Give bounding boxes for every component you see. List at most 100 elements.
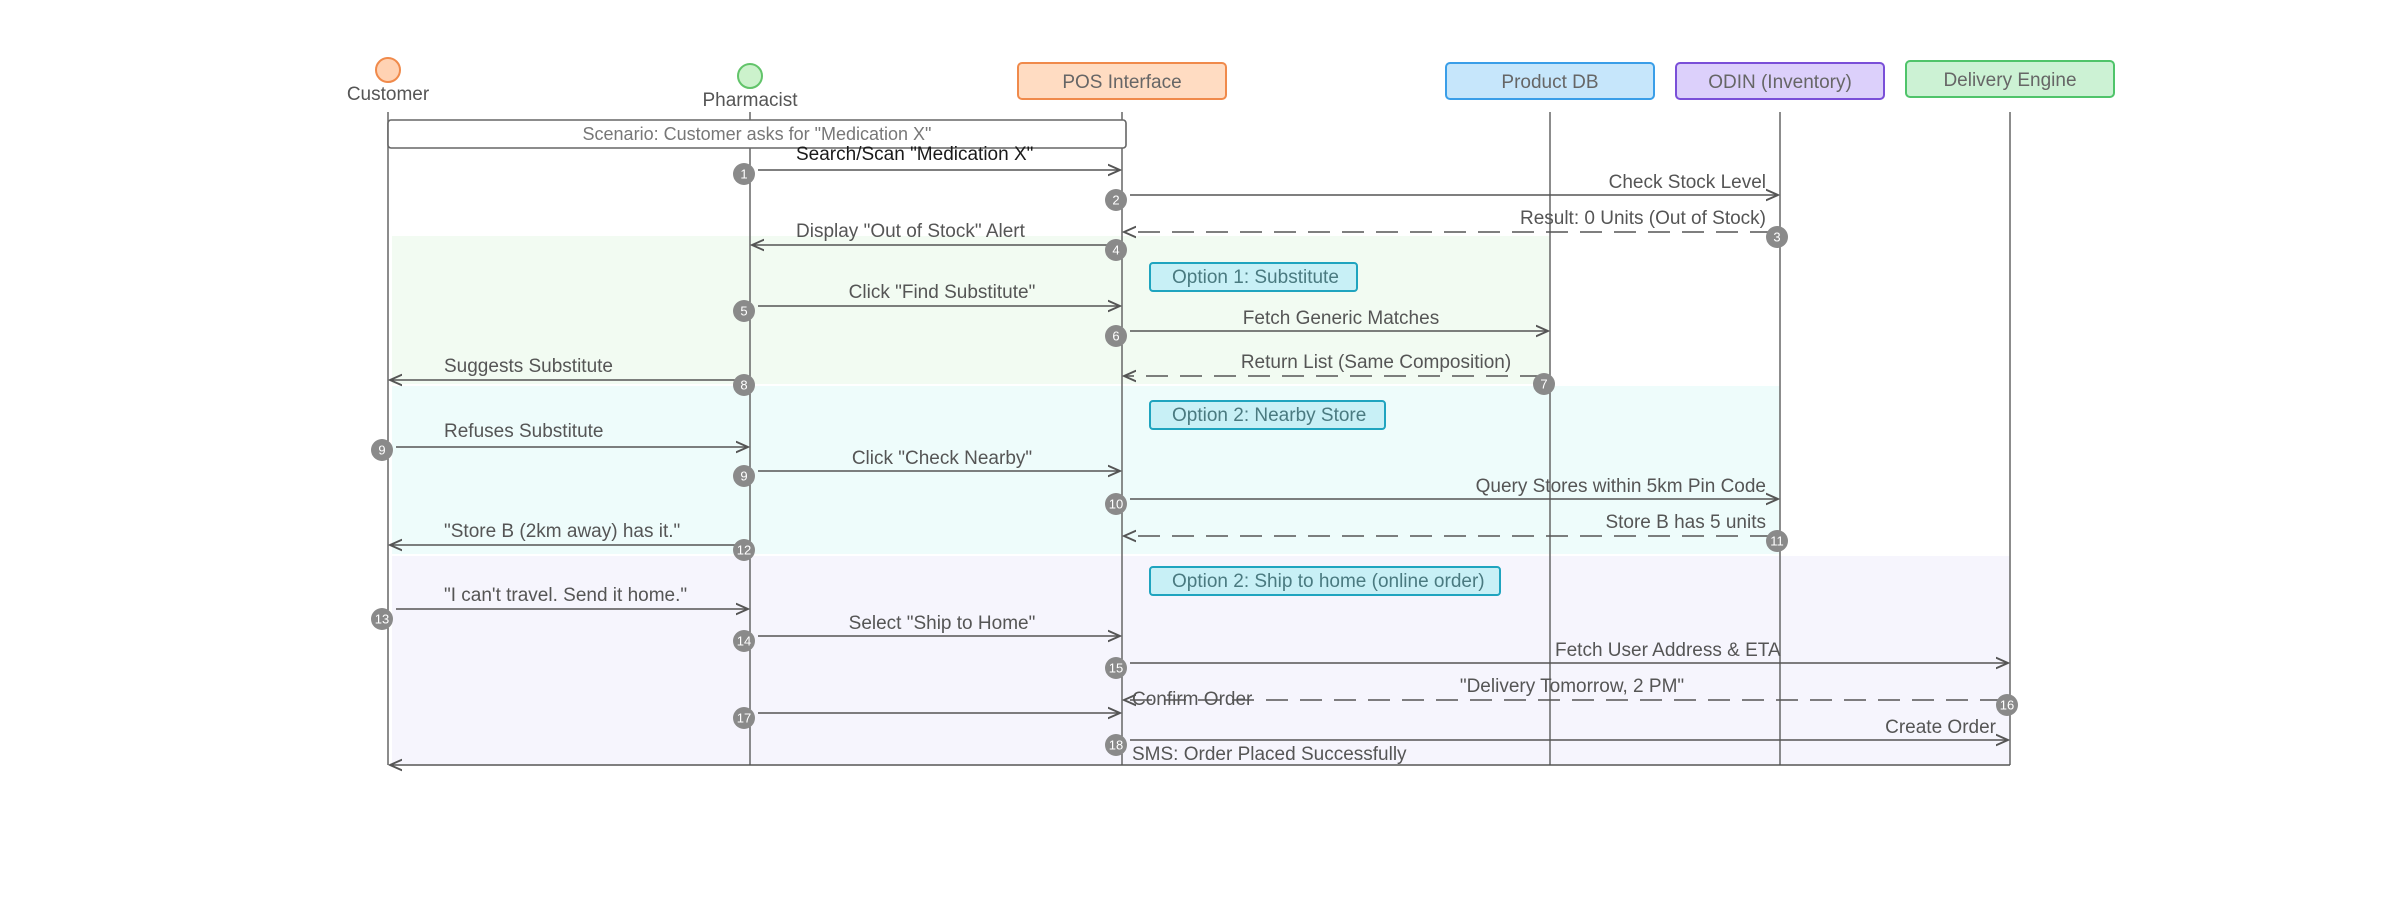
- step-badge-10: [1105, 493, 1127, 515]
- message-label: Query Stores within 5km Pin Code: [1476, 476, 1766, 497]
- step-badge-5: [733, 300, 755, 322]
- step-number: 8: [740, 378, 747, 393]
- step-number: 13: [375, 612, 389, 627]
- message-label: Fetch Generic Matches: [1243, 308, 1439, 329]
- message-label: Fetch User Address & ETA: [1555, 640, 1781, 661]
- message-label: Result: 0 Units (Out of Stock): [1520, 208, 1766, 229]
- step-number: 4: [1112, 243, 1119, 258]
- message-18: Confirm Order 17: [733, 689, 1253, 729]
- section-backgrounds: [392, 236, 2010, 764]
- step-number: 6: [1112, 329, 1119, 344]
- step-number: 1: [740, 167, 747, 182]
- step-number: 3: [1773, 230, 1780, 245]
- step-number: 2: [1112, 193, 1119, 208]
- step-badge-9: [733, 465, 755, 487]
- section-region-opt1: [392, 236, 1550, 384]
- message-9: Refuses Substitute 9: [371, 421, 748, 461]
- message-label: Search/Scan "Medication X": [796, 144, 1033, 165]
- message-5: Click "Find Substitute" 5: [733, 282, 1120, 322]
- step-number: 14: [737, 634, 751, 649]
- step-number: 12: [737, 543, 751, 558]
- pos-label: POS Interface: [1062, 72, 1181, 93]
- step-number: 17: [737, 711, 751, 726]
- participant-odin[interactable]: ODIN (Inventory): [1675, 62, 1885, 100]
- step-number: 10: [1109, 497, 1123, 512]
- option-label-opt1: Option 1: Substitute: [1172, 267, 1339, 288]
- message-label: Suggests Substitute: [444, 356, 613, 377]
- step-badge-1: [733, 163, 755, 185]
- message-14: "I can't travel. Send it home." 13: [371, 585, 748, 630]
- step-badge-8: [733, 374, 755, 396]
- message-label: Store B has 5 units: [1605, 512, 1766, 533]
- step-badge-13: [371, 608, 393, 630]
- participant-delivery[interactable]: Delivery Engine: [1905, 60, 2115, 98]
- participant-pharmacist[interactable]: Pharmacist: [702, 63, 798, 111]
- message-7: Return List (Same Composition)7: [1124, 352, 1555, 395]
- step-badge-11: [1766, 530, 1788, 552]
- step-badge-15: [1105, 657, 1127, 679]
- participant-customer[interactable]: Customer: [347, 57, 430, 105]
- step-number: 18: [1109, 738, 1123, 753]
- customer-label: Customer: [347, 84, 430, 105]
- step-number: 9: [378, 443, 385, 458]
- participants: Customer Pharmacist POS Interface Product D…: [347, 57, 2115, 111]
- scenario-box: [387, 119, 1127, 149]
- pharmacist-label: Pharmacist: [702, 90, 798, 111]
- message-label: Return List (Same Composition): [1241, 352, 1511, 373]
- section-region-opt2: [392, 386, 1780, 554]
- step-badge-18: [1105, 734, 1127, 756]
- step-number: 11: [1770, 534, 1784, 549]
- option-box-opt2: [1149, 400, 1386, 430]
- message-label: SMS: Order Placed Successfully: [1132, 744, 1407, 765]
- messages: Search/Scan "Medication X" 1 Check Stock L…: [371, 144, 2018, 765]
- message-label: Click "Check Nearby": [852, 448, 1032, 469]
- option-box-opt3: [1149, 566, 1501, 596]
- message-label: Create Order: [1885, 717, 1997, 738]
- message-8: Suggests Substitute 8: [390, 356, 755, 396]
- message-17: "Delivery Tomorrow, 2 PM" 16: [1124, 676, 2018, 716]
- message-label: "I can't travel. Send it home.": [444, 585, 687, 606]
- step-badge-4: [1105, 239, 1127, 261]
- step-badge-14: [733, 630, 755, 652]
- productdb-label: Product DB: [1501, 72, 1598, 93]
- message-15: Select "Ship to Home" 14: [733, 613, 1120, 652]
- message-label: Refuses Substitute: [444, 421, 603, 442]
- message-label: Select "Ship to Home": [849, 613, 1036, 634]
- message-19: Create Order 18: [1105, 717, 2008, 756]
- message-label: Click "Find Substitute": [849, 282, 1036, 303]
- message-label: Display "Out of Stock" Alert: [796, 221, 1026, 242]
- message-4: Display "Out of Stock" Alert 4: [752, 221, 1127, 261]
- step-badge-3: [1766, 226, 1788, 248]
- option-label-opt3: Option 2: Ship to home (online order): [1172, 571, 1485, 592]
- customer-actor-icon: [375, 57, 401, 83]
- message-16: Fetch User Address & ETA 15: [1105, 640, 2008, 679]
- step-number: 9: [740, 469, 747, 484]
- step-badge-7: [1533, 373, 1555, 395]
- message-label: Check Stock Level: [1609, 172, 1766, 193]
- message-12: Store B has 5 units 11: [1124, 512, 1788, 552]
- step-badge-9: [371, 439, 393, 461]
- step-badge-2: [1105, 189, 1127, 211]
- delivery-box: [1905, 60, 2115, 98]
- step-number: 5: [740, 304, 747, 319]
- odin-box: [1675, 62, 1885, 100]
- step-badge-16: [1996, 694, 2018, 716]
- participant-pos[interactable]: POS Interface: [1017, 62, 1227, 100]
- lifelines: [387, 112, 2011, 765]
- message-label: "Delivery Tomorrow, 2 PM": [1460, 676, 1684, 697]
- message-13: "Store B (2km away) has it." 12: [390, 521, 755, 561]
- message-label: Confirm Order: [1132, 689, 1253, 710]
- step-badge-12: [733, 539, 755, 561]
- pharmacist-actor-icon: [737, 63, 763, 89]
- step-badge-17: [733, 707, 755, 729]
- message-3: Result: 0 Units (Out of Stock) 3: [1124, 208, 1788, 248]
- step-number: 15: [1109, 661, 1123, 676]
- participant-productdb[interactable]: Product DB: [1445, 62, 1655, 100]
- step-number: 16: [2000, 698, 2014, 713]
- message-6: Fetch Generic Matches 6: [1105, 308, 1548, 347]
- message-label: "Store B (2km away) has it.": [444, 521, 680, 542]
- option-box-opt1: [1149, 262, 1358, 292]
- scenario-label: Scenario: Customer asks for "Medication …: [583, 124, 932, 144]
